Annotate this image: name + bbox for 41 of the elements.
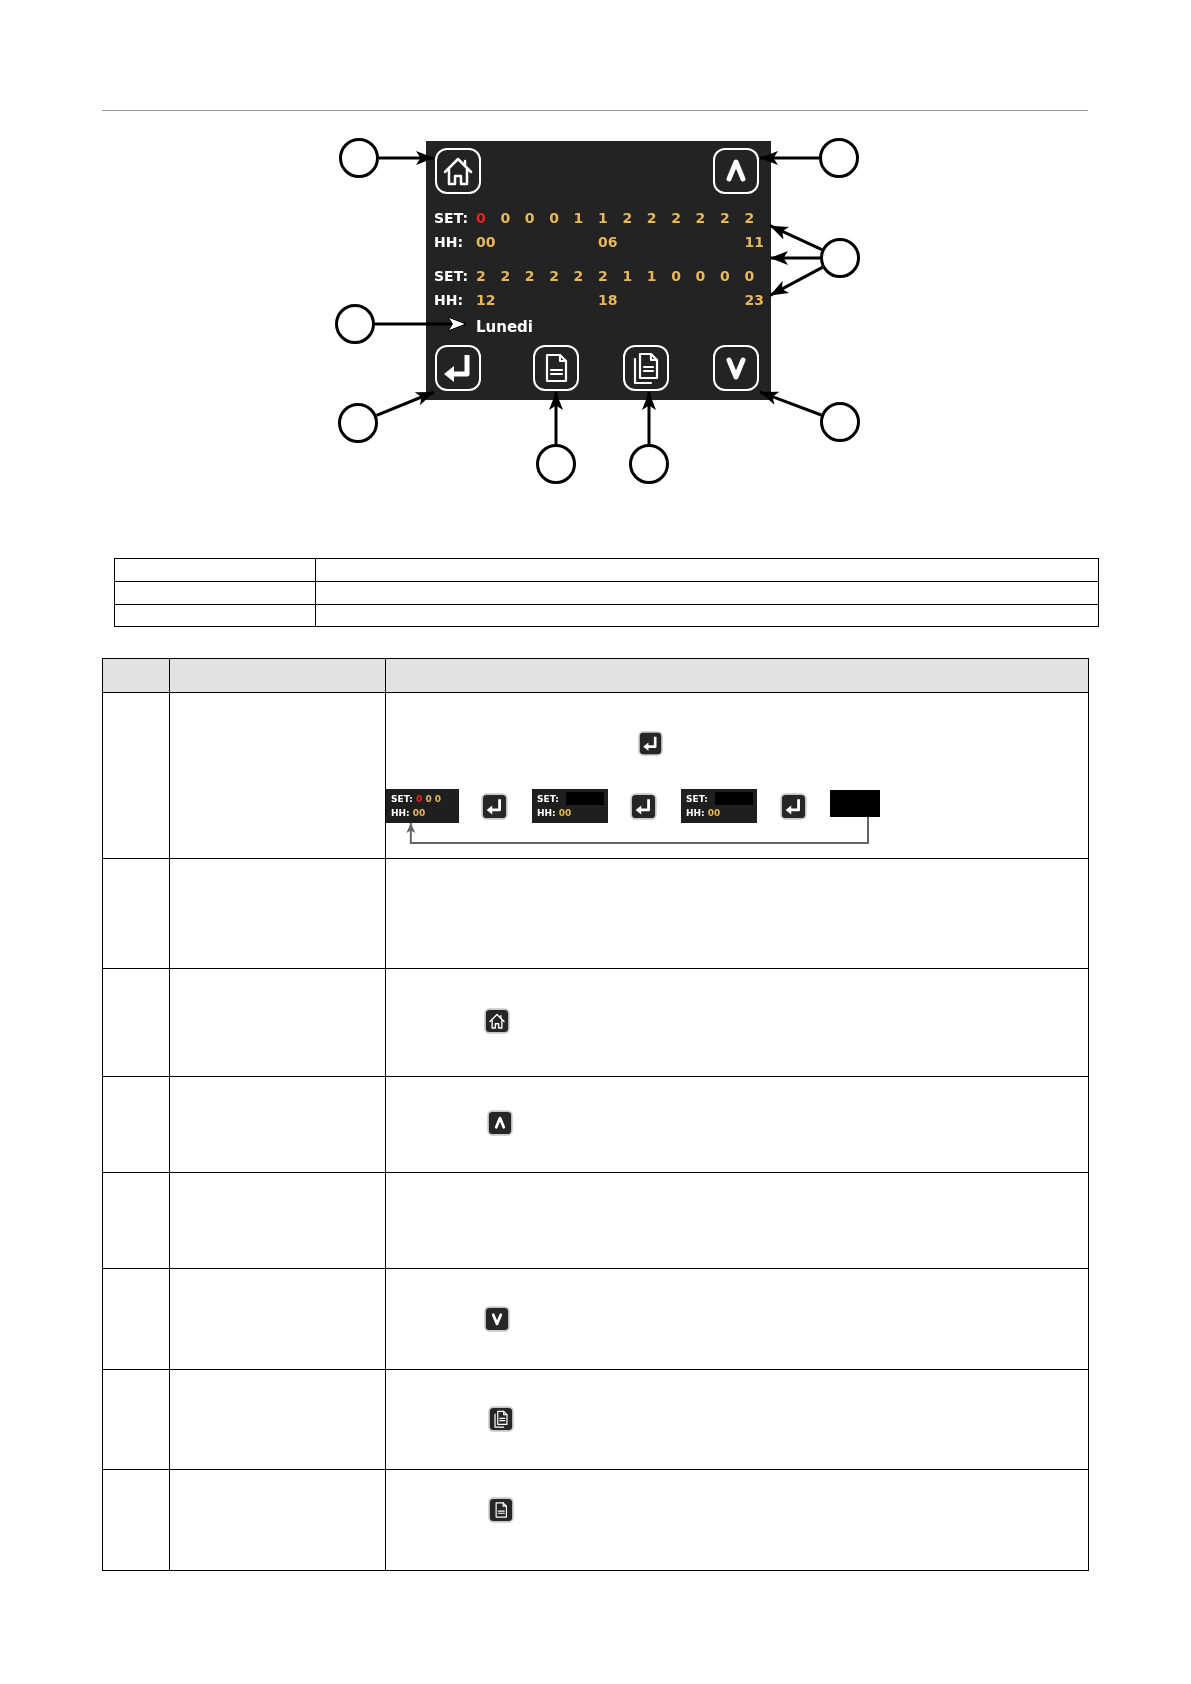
up-button xyxy=(712,147,760,195)
enter-button xyxy=(434,344,482,392)
schedule-row-text: HH: 12 18 23 xyxy=(434,291,765,310)
callout-circle xyxy=(335,304,375,344)
blank-screen xyxy=(830,790,880,817)
schedule-row-text: HH: 00 06 11 xyxy=(434,233,765,252)
callout-circle xyxy=(820,238,860,278)
callout-circle xyxy=(629,444,669,484)
callout-circle xyxy=(819,138,859,178)
arrow xyxy=(769,224,823,251)
mini-screen-row-text: SET: 0 0 0 xyxy=(391,793,443,806)
arrow xyxy=(375,316,467,332)
arrow xyxy=(770,251,820,265)
mini-screen-row-text: SET: xyxy=(686,793,709,806)
schedule-row-text: SET: 2 2 2 2 2 2 1 1 0 0 0 0 xyxy=(434,267,756,286)
copy-day-button xyxy=(532,344,580,392)
home-button xyxy=(434,147,482,195)
callout-circle xyxy=(820,402,860,442)
callout-circle xyxy=(339,138,379,178)
mini-screen-row-text: HH: 00 xyxy=(686,807,722,820)
arrow xyxy=(642,392,656,444)
day-name: Lunedi xyxy=(466,315,556,339)
mini-screen xyxy=(532,789,608,823)
arrow xyxy=(375,390,435,417)
callout-circle xyxy=(536,444,576,484)
arrow xyxy=(759,390,822,417)
mini-screen-row-text: HH: 00 xyxy=(537,807,573,820)
mini-screen xyxy=(681,789,757,823)
display-screen xyxy=(426,141,771,400)
arrow xyxy=(549,392,563,444)
schedule-row-text: SET: 0 0 0 0 1 1 2 2 2 2 2 2 xyxy=(434,209,756,228)
down-button xyxy=(712,344,760,392)
arrow xyxy=(769,266,824,297)
mini-screen xyxy=(386,789,459,823)
mini-screen-row-text: HH: 00 xyxy=(391,807,427,820)
callout-circle xyxy=(338,403,378,443)
copy-all-button xyxy=(622,344,670,392)
mini-screen-row-text: SET: xyxy=(537,793,560,806)
arrow xyxy=(760,151,819,165)
return-arrow xyxy=(406,816,869,844)
arrow xyxy=(379,151,434,165)
